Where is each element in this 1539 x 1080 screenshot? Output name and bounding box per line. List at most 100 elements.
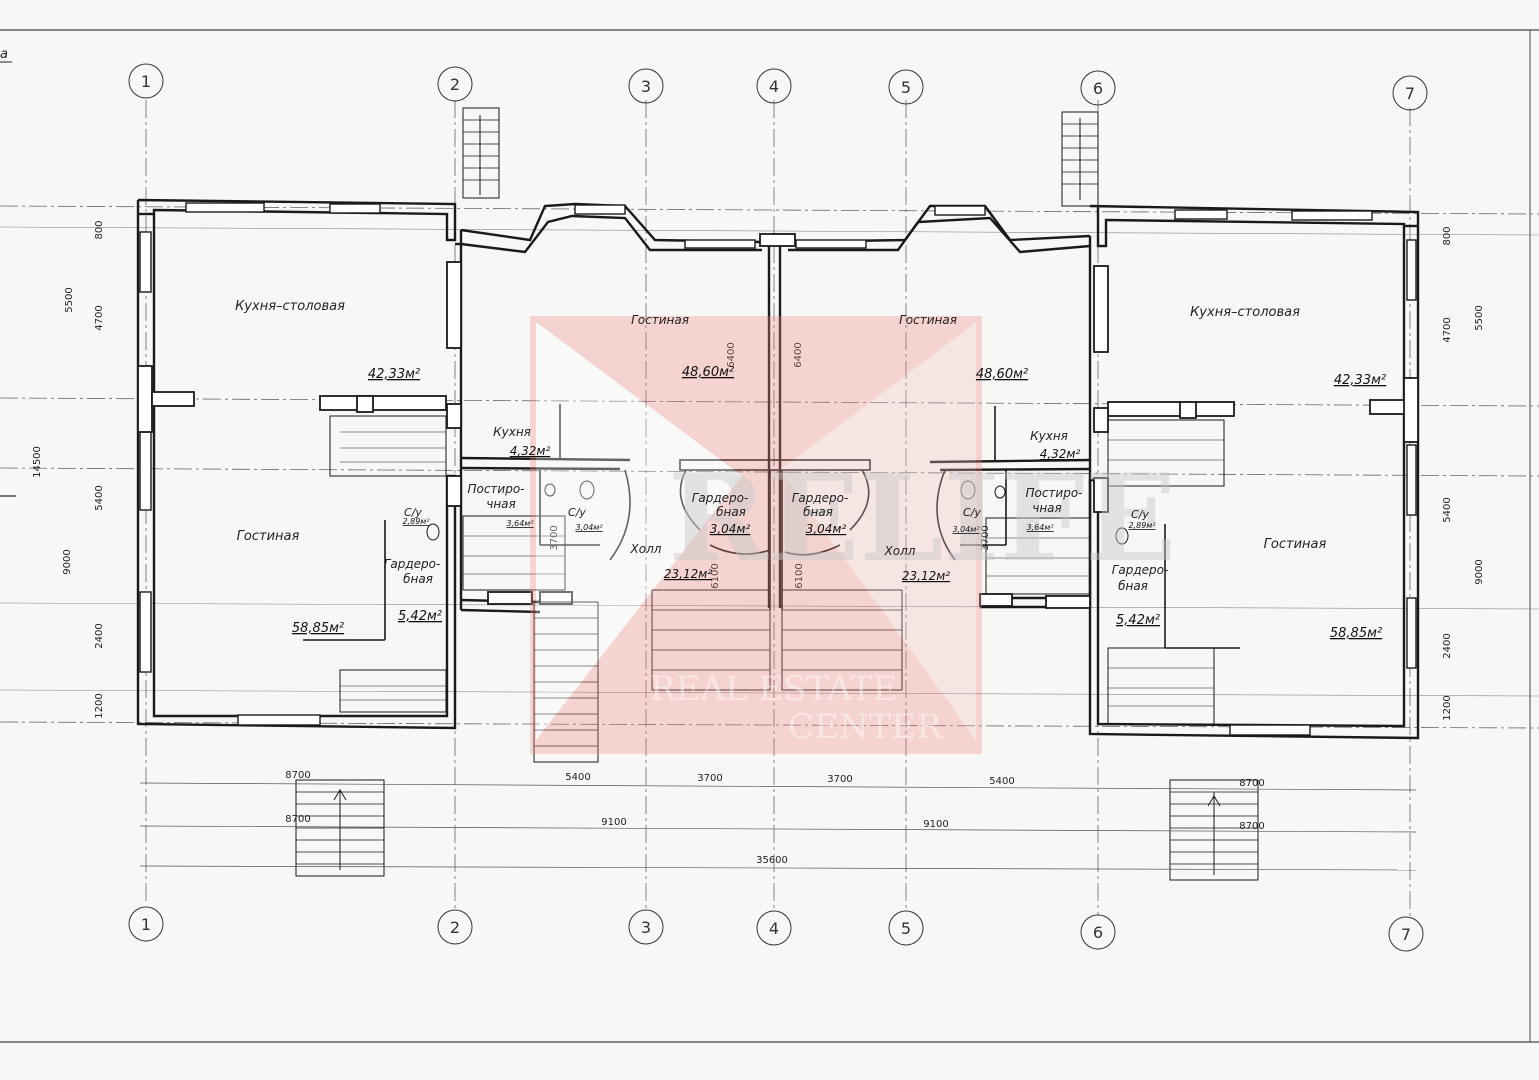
- room-area: 42,33м²: [368, 367, 420, 382]
- room-area: 3,04м²: [575, 523, 603, 532]
- svg-text:6400: 6400: [726, 342, 737, 367]
- room-name: Гардеро-: [1112, 563, 1169, 577]
- center-left-labels: Гостиная 48,60м² Кухня 4,32м² Постиро- ч…: [467, 313, 750, 581]
- room-area: 3,64м²: [506, 519, 534, 528]
- center-right-labels: Гостиная 48,60м² Кухня 4,32м² Постиро- ч…: [792, 313, 1083, 583]
- svg-text:2400: 2400: [94, 623, 105, 648]
- svg-text:8700: 8700: [285, 814, 310, 825]
- room-name: С/у: [404, 506, 422, 519]
- room-area: 58,85м²: [292, 621, 344, 636]
- room-name: С/у: [1131, 508, 1149, 521]
- room-area: 3,64м²: [1026, 523, 1054, 532]
- room-name: Постиро-: [467, 482, 524, 496]
- room-name: бная: [403, 572, 433, 586]
- svg-text:6100: 6100: [710, 563, 721, 588]
- room-area: 23,12м²: [664, 567, 712, 581]
- watermark-line2: CENTER: [788, 707, 943, 747]
- svg-text:5500: 5500: [1474, 305, 1485, 330]
- svg-text:14500: 14500: [32, 446, 43, 478]
- svg-text:4700: 4700: [1442, 317, 1453, 342]
- room-name: Гостиная: [237, 529, 300, 544]
- axis-label-bottom-2: 2: [450, 918, 460, 937]
- svg-text:9100: 9100: [601, 817, 626, 828]
- room-name: Гардеро-: [692, 491, 749, 505]
- room-area: 58,85м²: [1330, 626, 1382, 641]
- axis-label-top-4: 4: [769, 77, 779, 96]
- right-house-labels: Кухня–столовая 42,33м² Гостиная 58,85м² …: [1112, 305, 1386, 641]
- room-area: 2,89м²: [402, 517, 430, 526]
- svg-text:4700: 4700: [94, 305, 105, 330]
- svg-text:35600: 35600: [756, 855, 788, 866]
- room-name: Гостиная: [631, 313, 689, 327]
- room-name: С/у: [963, 506, 981, 519]
- room-name: Гардеро-: [792, 491, 849, 505]
- svg-text:8700: 8700: [1239, 778, 1264, 789]
- axis-label-bottom-1: 1: [141, 915, 151, 934]
- stairs: [295, 107, 1259, 881]
- room-area: 48,60м²: [976, 367, 1028, 382]
- room-area: 5,42м²: [1116, 613, 1160, 628]
- room-area: 4,32м²: [1040, 447, 1081, 461]
- room-name: чная: [1032, 501, 1062, 515]
- svg-text:2400: 2400: [1442, 633, 1453, 658]
- svg-text:5400: 5400: [94, 485, 105, 510]
- room-name: Холл: [884, 544, 916, 558]
- svg-text:3700: 3700: [827, 774, 852, 785]
- room-area: 48,60м²: [682, 365, 734, 380]
- axis-label-top-3: 3: [641, 77, 651, 96]
- watermark: [530, 316, 982, 754]
- room-name: Кухня–столовая: [1190, 305, 1300, 320]
- windows: [139, 202, 1417, 736]
- axis-label-top-5: 5: [901, 78, 911, 97]
- room-name: бная: [1118, 579, 1148, 593]
- svg-text:3700: 3700: [980, 525, 991, 550]
- svg-text:6100: 6100: [794, 563, 805, 588]
- watermark-logo: RELIFE: [668, 448, 1176, 589]
- svg-text:1200: 1200: [94, 693, 105, 718]
- svg-text:8700: 8700: [285, 770, 310, 781]
- room-name: Кухня: [1030, 429, 1068, 443]
- room-name: Гостиная: [899, 313, 957, 327]
- dimension-labels: 800 4700 5500 14500 5400 9000 2400 1200 …: [32, 220, 1485, 866]
- svg-text:3700: 3700: [549, 525, 560, 550]
- room-name: Постиро-: [1025, 486, 1082, 500]
- room-area: 4,32м²: [510, 444, 551, 458]
- room-area: 5,42м²: [398, 609, 442, 624]
- toilet-fixtures: [426, 480, 1129, 545]
- axis-label-bottom-7: 7: [1401, 925, 1411, 944]
- svg-text:5400: 5400: [989, 776, 1014, 787]
- left-house-labels: Кухня–столовая 42,33м² Гостиная 58,85м² …: [235, 299, 442, 636]
- svg-text:8700: 8700: [1239, 821, 1264, 832]
- room-area: 2,89м²: [1128, 521, 1156, 530]
- watermark-line1: REAL ESTATE: [650, 669, 897, 709]
- room-name: Гардеро-: [384, 557, 441, 571]
- room-name: бная: [716, 505, 746, 519]
- axis-label-top-7: 7: [1405, 84, 1415, 103]
- room-name: Кухня–столовая: [235, 299, 345, 314]
- svg-text:800: 800: [94, 220, 105, 239]
- svg-text:800: 800: [1442, 226, 1453, 245]
- axis-bubbles: [128, 63, 1428, 952]
- axis-label-top-2: 2: [450, 75, 460, 94]
- axis-label-bottom-5: 5: [901, 919, 911, 938]
- room-name: Гостиная: [1264, 537, 1327, 552]
- axis-label-top-1: 1: [141, 72, 151, 91]
- room-name: бная: [803, 505, 833, 519]
- svg-text:5400: 5400: [1442, 497, 1453, 522]
- room-name: С/у: [568, 506, 586, 519]
- svg-text:1200: 1200: [1442, 695, 1453, 720]
- room-area: 3,04м²: [806, 522, 847, 536]
- room-area: 42,33м²: [1334, 373, 1386, 388]
- axis-label-bottom-4: 4: [769, 919, 779, 938]
- room-name: Холл: [630, 542, 662, 556]
- axis-label-top-6: 6: [1093, 79, 1103, 98]
- room-area: 3,04м²: [710, 522, 751, 536]
- svg-text:9100: 9100: [923, 819, 948, 830]
- svg-text:5500: 5500: [64, 287, 75, 312]
- svg-text:5400: 5400: [565, 772, 590, 783]
- axis-label-bottom-3: 3: [641, 918, 651, 937]
- sheet-corner-fragment: а: [0, 47, 8, 62]
- svg-text:6400: 6400: [793, 342, 804, 367]
- room-name: чная: [486, 497, 516, 511]
